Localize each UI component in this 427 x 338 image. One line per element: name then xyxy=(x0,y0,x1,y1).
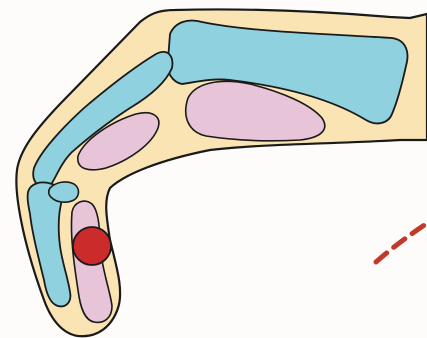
red-marker-dot xyxy=(73,227,111,265)
distal-phalanx-bone xyxy=(49,182,79,202)
